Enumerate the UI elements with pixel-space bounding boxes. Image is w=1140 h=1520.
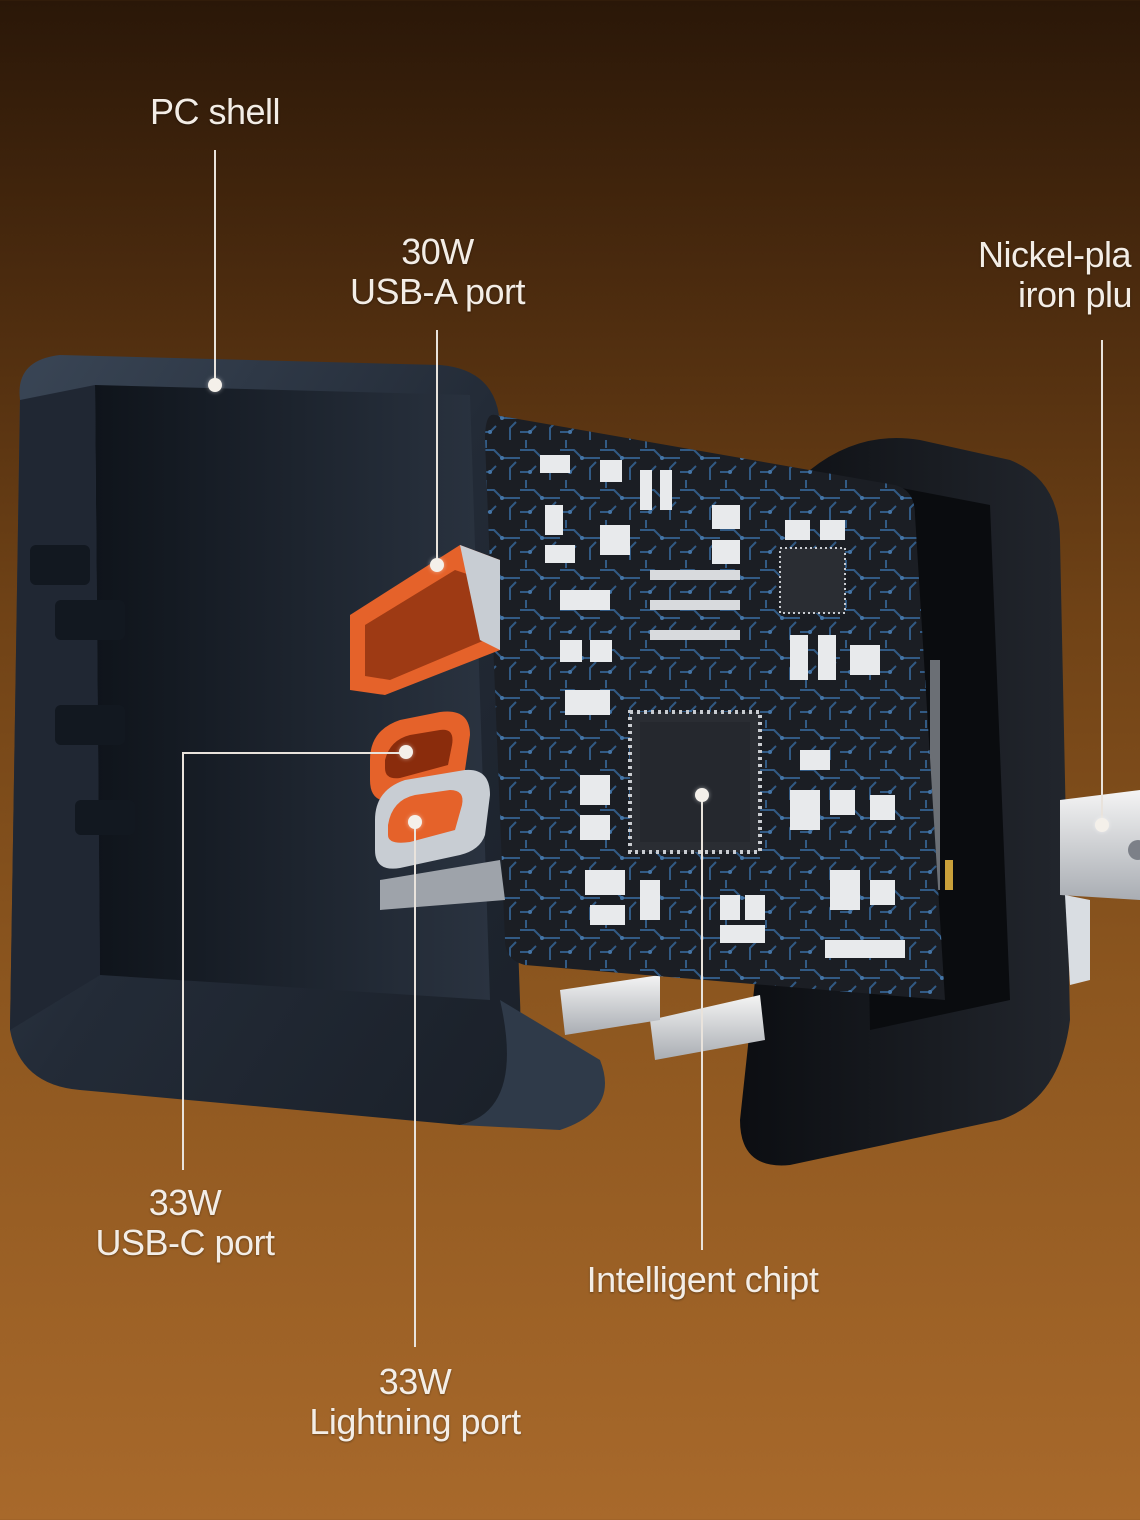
lightning-wattage: 33W bbox=[378, 1361, 452, 1402]
usb-c-label: 33W USB-C port bbox=[70, 1183, 300, 1263]
lightning-name: Lightning port bbox=[309, 1401, 521, 1442]
usb-a-label: 30W USB-A port bbox=[320, 232, 555, 312]
pc-shell-callout-line bbox=[214, 150, 216, 385]
chip-callout-line bbox=[701, 795, 703, 1250]
usb-c-callout-line bbox=[182, 752, 184, 1170]
nickel-line1: Nickel-pla bbox=[978, 234, 1132, 275]
lightning-label: 33W Lightning port bbox=[280, 1362, 550, 1442]
nickel-callout-line bbox=[1101, 340, 1103, 820]
usb-a-callout-line bbox=[436, 330, 438, 565]
usb-c-wattage: 33W bbox=[148, 1182, 222, 1223]
plug-pins bbox=[560, 790, 1140, 1060]
pc-shell-callout-dot bbox=[208, 378, 222, 392]
usb-c-callout-hline bbox=[182, 752, 405, 754]
pc-shell-label: PC shell bbox=[149, 91, 281, 132]
lightning-port bbox=[375, 769, 505, 910]
pcb-board bbox=[485, 414, 945, 1000]
lightning-callout-line bbox=[414, 822, 416, 1347]
nickel-callout-dot bbox=[1095, 818, 1109, 832]
intelligent-chip-label: Intelligent chipt bbox=[586, 1259, 819, 1300]
nickel-line2: iron plu bbox=[1018, 274, 1133, 315]
chip-callout-dot bbox=[695, 788, 709, 802]
lightning-callout-dot bbox=[408, 815, 422, 829]
usb-c-callout-dot bbox=[399, 745, 413, 759]
usb-a-wattage: 30W bbox=[401, 231, 474, 272]
usb-a-callout-dot bbox=[430, 558, 444, 572]
usb-a-port bbox=[350, 545, 500, 695]
usb-c-name: USB-C port bbox=[95, 1222, 275, 1263]
nickel-plug-label: Nickel-pla iron plu bbox=[978, 235, 1140, 315]
usb-a-name: USB-A port bbox=[349, 271, 526, 312]
